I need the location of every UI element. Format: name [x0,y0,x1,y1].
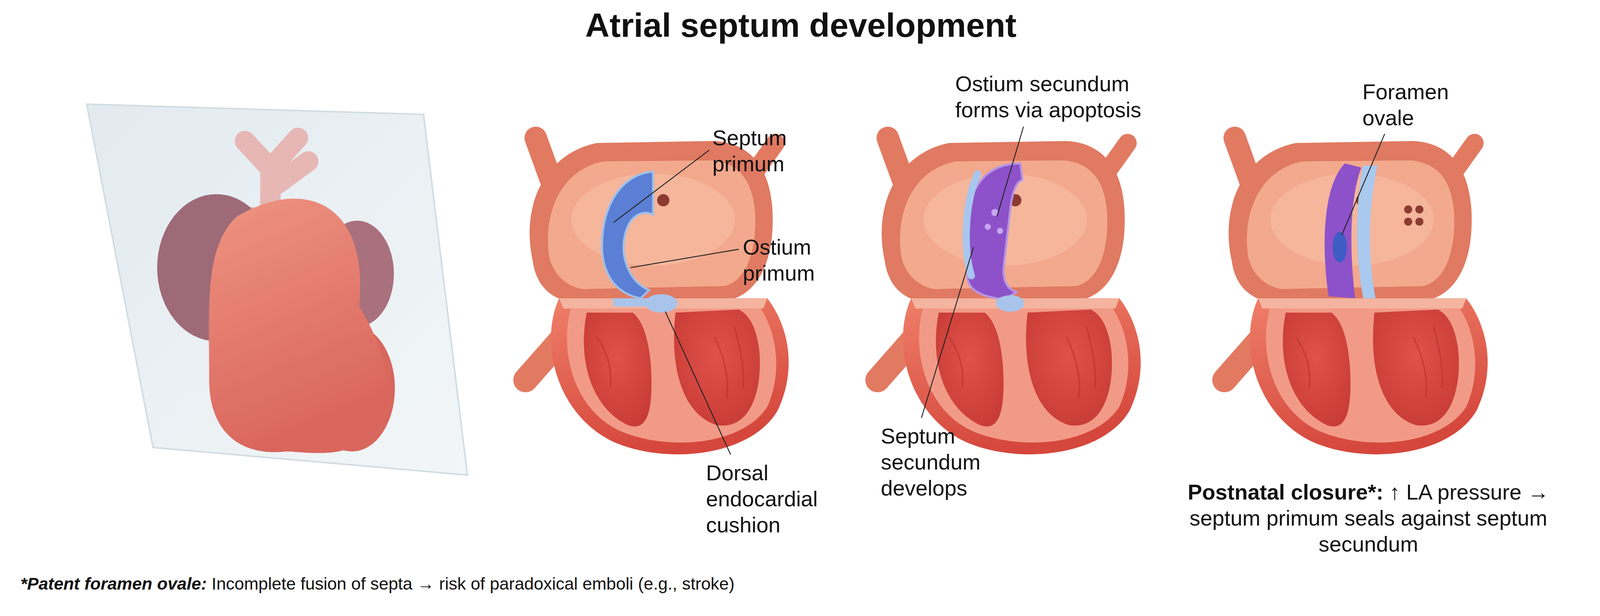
leader-line [613,150,710,223]
part-label: Ostium primum [742,234,815,285]
external-heart [86,104,468,475]
part-label: Ostium secundum forms via apoptosis [955,71,1142,122]
part-label: Septum secundum develops [880,422,997,501]
part-label: Septum primum [712,125,787,176]
septum-stage-3 [1332,231,1348,263]
leader-line [921,247,974,418]
septum-stage-3 [1404,205,1412,214]
leader-line [1342,133,1385,235]
septum-stage-2 [966,173,978,276]
footnote: *Patent foramen ovale:Incomplete fusion … [20,573,735,594]
septum-stage-2 [996,227,1003,234]
septum-stage-1 [602,171,678,313]
part-label: Foramen ovale [1362,79,1449,130]
note-text: Incomplete fusion of septa → risk of par… [211,573,735,593]
part-label: Septum secundum develops [880,423,981,500]
part-label: Septum primum [712,124,809,177]
part-label: Foramen ovale [1362,78,1463,131]
diagram-title: Atrial septum development [585,5,1017,46]
septum-stage-2 [996,295,1025,312]
cutaway-heart [1224,138,1488,455]
septum-stage-3 [1415,205,1424,214]
leader-line [613,126,1385,454]
note-text: *Patent foramen ovale: [20,573,207,593]
external-heart [86,104,468,475]
closure-note: Postnatal closure*:↑ LA pressure → septu… [1184,478,1553,557]
septum-stage-3 [1404,217,1412,226]
cutaway-heart [877,138,1141,455]
septum-stage-3 [1415,217,1424,226]
septum-stage-3 [1324,163,1424,298]
note-text: Postnatal closure*: [1187,479,1384,504]
septum-stage-3 [1324,163,1362,298]
septum-stage-1 [602,171,654,298]
part-label: Dorsal endocardial cushion [706,460,818,537]
septum-stage-1 [644,294,678,313]
leader-line [630,249,739,268]
septum-stage-2 [984,223,991,230]
septum-stage-3 [1357,165,1378,298]
cutaway-heart [525,138,789,455]
part-label: Ostium primum [742,234,839,286]
septum-stage-2 [966,163,1025,312]
external-heart [86,104,468,475]
part-label: Dorsal endocardial cushion [706,459,834,538]
leader-line [996,126,1024,217]
leader-line [665,311,731,454]
part-label: Ostium secundum forms via apoptosis [955,70,1152,123]
